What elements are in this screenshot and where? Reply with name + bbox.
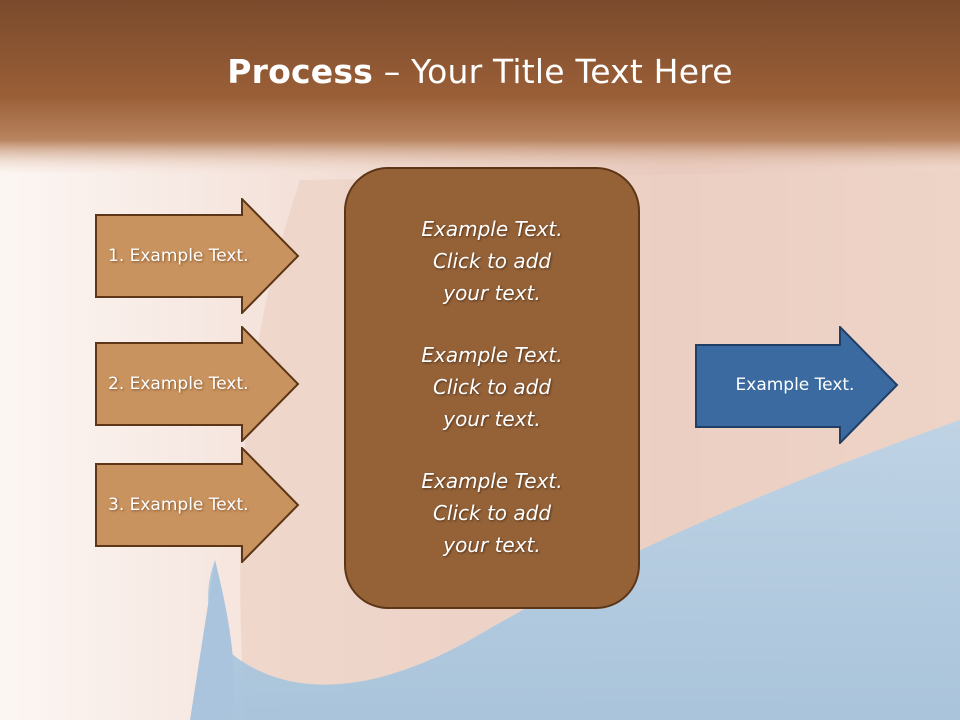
output-arrow-shape [695, 326, 899, 444]
process-text-1[interactable]: Example Text. Click to add your text. [421, 217, 563, 305]
title-bold: Process [227, 52, 374, 91]
title-rest: – Your Title Text Here [373, 52, 733, 91]
slide-title: Process – Your Title Text Here [0, 52, 960, 91]
input-arrow-shape [95, 447, 300, 563]
input-arrow-shape [95, 326, 300, 442]
input-arrow-label: 1. Example Text. [108, 246, 249, 266]
output-arrow-label: Example Text. [735, 375, 855, 395]
process-box: Example Text. Click to add your text. Ex… [344, 167, 640, 609]
process-text-3[interactable]: Example Text. Click to add your text. [421, 469, 563, 557]
process-text-2[interactable]: Example Text. Click to add your text. [421, 343, 563, 431]
input-arrow-label: 3. Example Text. [108, 495, 249, 515]
input-arrow-1: 1. Example Text. [95, 198, 300, 314]
input-arrow-label: 2. Example Text. [108, 374, 249, 394]
output-arrow: Example Text. [695, 326, 900, 444]
input-arrow-2: 2. Example Text. [95, 326, 300, 442]
input-arrow-3: 3. Example Text. [95, 447, 300, 563]
input-arrow-shape [95, 198, 300, 314]
